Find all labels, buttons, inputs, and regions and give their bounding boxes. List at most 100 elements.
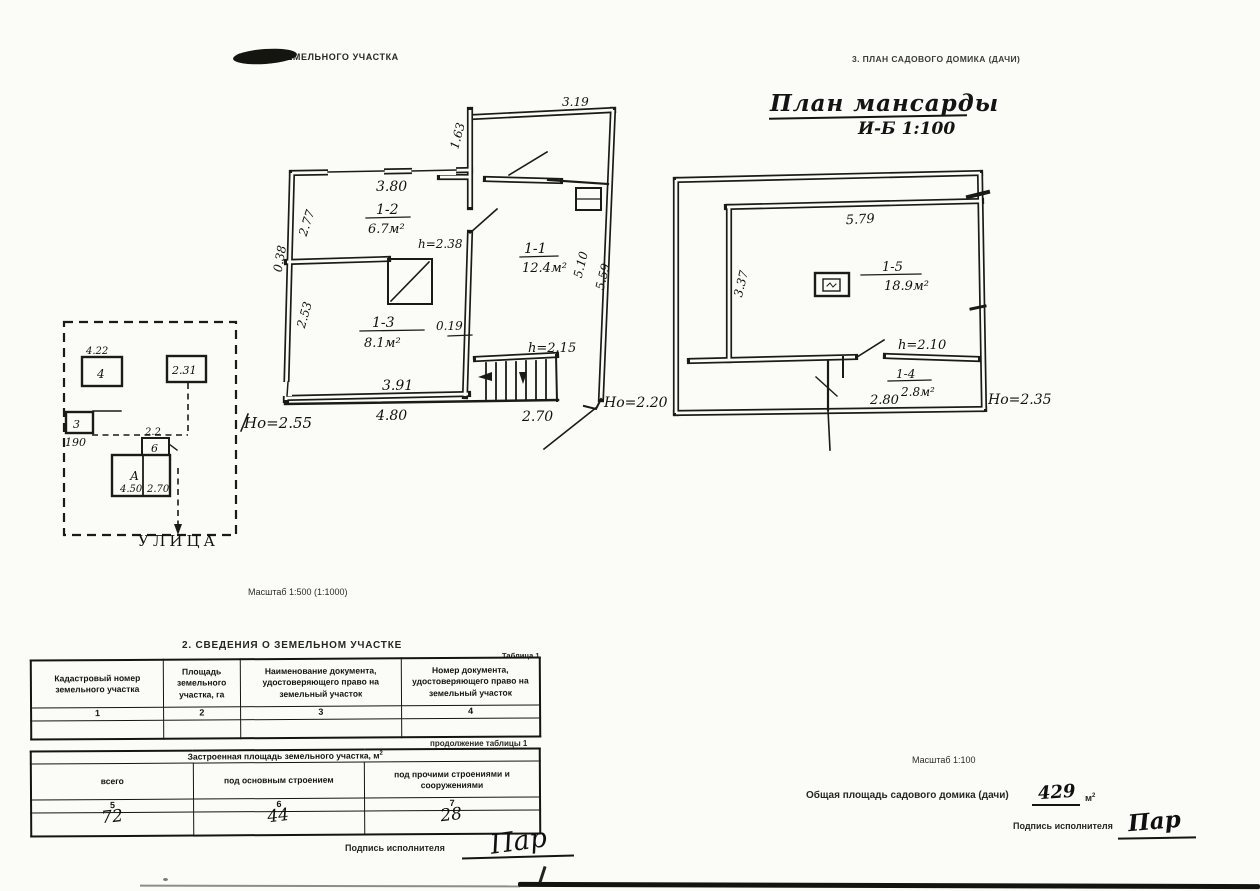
site-dim-2-70: 2.70	[146, 484, 170, 495]
site-dim-4-50: 4.50	[119, 484, 143, 495]
table2-value-total: 72	[31, 806, 194, 837]
table1-colnum-3: 3	[240, 705, 402, 720]
mansard-scale-note: И-Б 1:100	[858, 119, 956, 139]
table1-empty-3	[240, 718, 402, 738]
height-2-15: h=2.15	[528, 341, 576, 356]
stove-symbol-mansard	[813, 271, 851, 298]
table1-header-3: Наименование документа, удостоверяющего …	[239, 658, 402, 707]
site-dim-2-2: 2.2	[144, 427, 161, 438]
table1-header-1: Кадастровый номер земельного участка	[30, 659, 164, 709]
mansard-plan: 5.79 3.37 1-5 18.9м² h=2.10 1-4 2.8м² 2.…	[672, 169, 1052, 451]
skylight-window-symbol	[387, 258, 433, 305]
door-leaf-1	[468, 207, 499, 235]
site-house-letter: А	[129, 469, 139, 483]
table1-empty-2	[163, 719, 241, 739]
site-scale-note: Масштаб 1:500 (1:1000)	[248, 587, 348, 597]
executor-signature-right: Пар	[1126, 805, 1182, 838]
site-building-4: 4	[96, 367, 105, 381]
room-1-2: 1-2	[376, 202, 399, 218]
table1-caption: 2. СВЕДЕНИЯ О ЗЕМЕЛЬНОМ УЧАСТКЕ	[182, 640, 403, 651]
height-mark-right: Но=2.20	[603, 395, 668, 411]
dim-3-80: 3.80	[376, 179, 407, 195]
dim-2-80: 2.80	[869, 393, 899, 408]
scan-dot	[163, 878, 168, 881]
ground-wall-cores	[284, 108, 615, 401]
total-area-value: 429	[1037, 780, 1077, 805]
room-1-4: 1-4	[896, 367, 915, 381]
dim-5-59: 5.59	[593, 262, 613, 292]
site-building-2-label: 2.31	[171, 364, 197, 377]
executor-sign-label-right: Подпись исполнителя	[1013, 821, 1113, 831]
dim-2-77: 2.77	[296, 208, 318, 239]
handwritten-total: 72	[99, 805, 124, 828]
built-area-table: Застроенная площадь земельного участка, …	[29, 747, 542, 838]
dim-2-70: 2.70	[521, 409, 553, 425]
dim-5-10: 5.10	[571, 250, 591, 280]
site-dim-4-22: 4.22	[85, 346, 108, 357]
height-2-10: h=2.10	[898, 338, 946, 353]
site-arrow	[174, 524, 182, 535]
main-house-footprint	[110, 453, 172, 498]
room-1-3-area: 8.1м²	[364, 336, 401, 351]
mansard-walls	[672, 169, 988, 417]
table1-colnum-4: 4	[401, 704, 541, 719]
ground-walls	[282, 106, 617, 404]
mansard-door-leaf	[855, 338, 886, 359]
total-area-unit-text: м	[1085, 793, 1093, 805]
table2-tag: продолжение таблицы 1	[430, 739, 528, 748]
stair-arrow-left	[478, 372, 492, 381]
dim-2-53: 2.53	[294, 300, 315, 331]
mansard-plan-title: План мансарды	[770, 90, 1000, 117]
height-2-38: h=2.38	[418, 237, 463, 251]
table1-empty-4	[401, 717, 541, 737]
site-plan: 4.22 4 2.31 3 190 2.2 6 А 4.50 2.70 УЛИЦ…	[62, 320, 250, 550]
table1-colnum-1: 1	[31, 707, 164, 721]
table2-header-total: всего	[30, 763, 194, 801]
dim-3-37: 3.37	[731, 269, 751, 299]
height-mark-mansard: Но=2.35	[987, 392, 1052, 408]
dim-0-19: 0.19	[436, 319, 463, 333]
site-plan-title: 1. ПЛАН ЗЕМЕЛЬНОГО УЧАСТКА	[237, 52, 399, 62]
dim-3-91: 3.91	[382, 378, 413, 394]
handwritten-main: 44	[266, 804, 291, 827]
room-1-1: 1-1	[524, 241, 547, 257]
total-area-underline	[1032, 804, 1080, 806]
house-plan-title: 3. ПЛАН САДОВОГО ДОМИКА (ДАЧИ)	[852, 54, 1021, 64]
mansard-details	[813, 189, 991, 451]
outbuilding-1	[80, 355, 124, 388]
outbuilding-3	[64, 410, 95, 435]
door-leaf-2	[507, 150, 549, 177]
table2-span-header-sup: 2	[379, 750, 383, 757]
site-building-6: 6	[151, 442, 158, 455]
house-scale-note: Масштаб 1:100	[912, 755, 976, 765]
table2-value-main: 44	[193, 805, 365, 836]
room-1-1-area: 12.4м²	[522, 261, 567, 276]
table1-tag: Таблица 1	[502, 651, 540, 660]
dim-3-19: 3.19	[562, 95, 589, 109]
executor-sign-label-left: Подпись исполнителя	[345, 843, 445, 853]
table2-header-main: под основным строением	[193, 762, 365, 800]
street-label: УЛИЦА	[138, 532, 219, 550]
dim-0-38: 0.38	[271, 244, 289, 273]
room-1-4-area: 2.8м²	[900, 385, 935, 399]
room-1-3: 1-3	[372, 315, 395, 331]
dim-5-79: 5.79	[845, 212, 875, 228]
table2-header-other: под прочими строениями и сооружениями	[364, 760, 541, 799]
table1-empty-1	[31, 719, 164, 740]
outbuilding-2	[165, 354, 208, 384]
handwritten-other: 28	[439, 803, 464, 826]
site-building-3: 3	[73, 418, 80, 431]
ground-details	[283, 150, 610, 451]
ground-windows	[280, 162, 457, 397]
land-info-table: Кадастровый номер земельного участка Пло…	[29, 656, 542, 741]
room-1-5-area: 18.9м²	[884, 279, 929, 294]
room-1-5: 1-5	[882, 260, 903, 275]
stair-arrow-down	[519, 372, 527, 384]
height-mark-left: Но=2.55	[243, 414, 312, 432]
ground-floor-plan: 3.19 1.63 3.80 1-2 6.7м² h=2.38 2.77 0.3…	[243, 95, 668, 451]
mansard-wall-cores	[674, 171, 986, 415]
room-1-2-area: 6.7м²	[368, 222, 405, 237]
total-area-unit: м2	[1085, 793, 1095, 804]
chimney-tick-mid	[969, 304, 987, 311]
